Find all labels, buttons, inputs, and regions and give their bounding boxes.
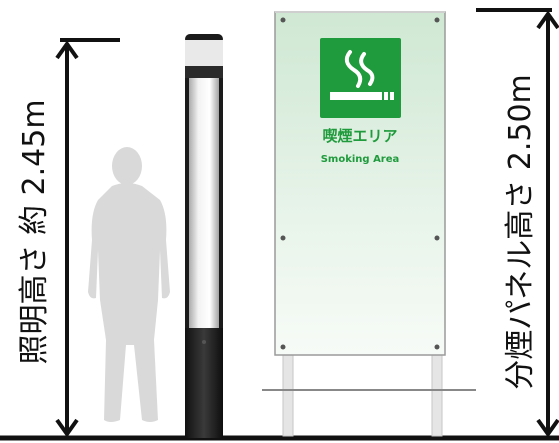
panel-height-label: 分煙パネル高さ 2.50m <box>503 74 538 390</box>
panel-height-dimension <box>476 8 559 438</box>
person-silhouette <box>88 147 170 422</box>
smoking-sign-icon <box>320 38 401 118</box>
lighting-height-dimension <box>55 38 120 438</box>
sign-title-en: Smoking Area <box>321 154 400 165</box>
sign-title-jp: 喫煙エリア <box>322 127 397 145</box>
lamp-post <box>185 34 223 438</box>
lighting-height-label: 照明高さ 約 2.45m <box>17 99 52 365</box>
